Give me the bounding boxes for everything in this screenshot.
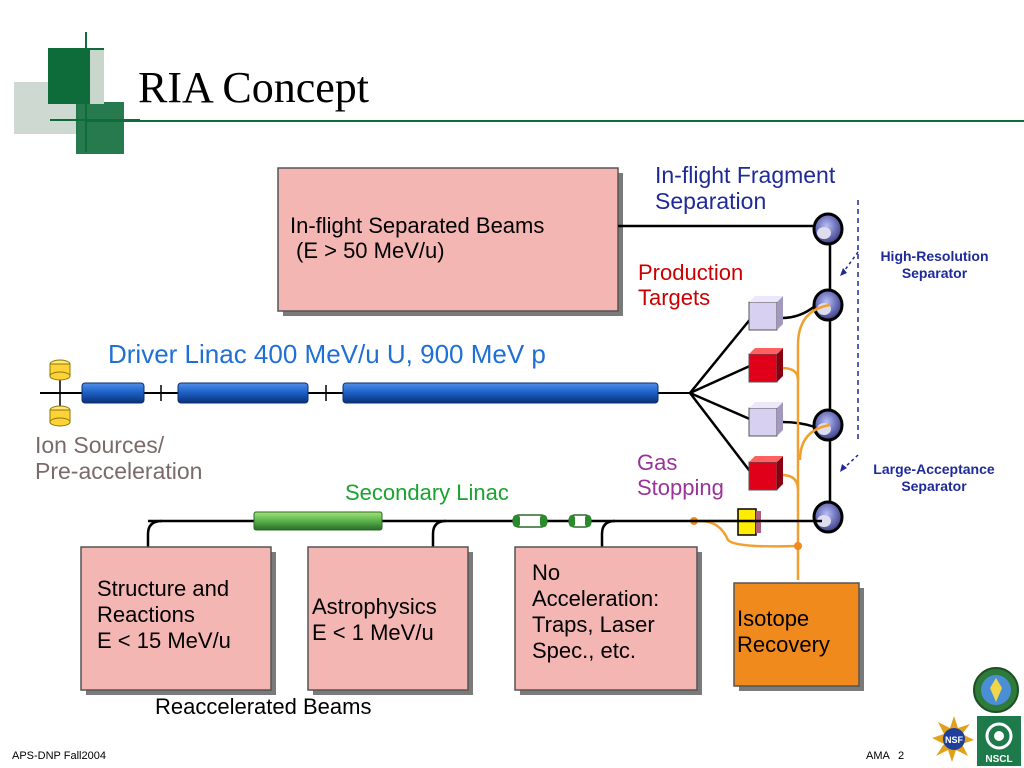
inflight-beams-box bbox=[277, 167, 619, 312]
no-accel-text: No Acceleration: Traps, Laser Spec., etc… bbox=[532, 560, 659, 664]
high-res-arrow bbox=[841, 251, 859, 275]
inflight-beams-line1: In-flight Separated Beams bbox=[290, 213, 545, 238]
secondary-linac-label: Secondary Linac bbox=[345, 480, 509, 505]
secondary-element-2 bbox=[568, 514, 592, 528]
inflight-fragment-line1: In-flight Fragment bbox=[655, 162, 836, 188]
inflight-beams-text: In-flight Separated Beams (E > 50 MeV/u) bbox=[290, 213, 544, 264]
isotope-box bbox=[733, 582, 860, 687]
structure-box bbox=[80, 546, 272, 691]
ion-sources-line1: Ion Sources/ bbox=[35, 432, 165, 458]
ion-source-bottom bbox=[49, 393, 71, 427]
nscl-logo: NSCL bbox=[977, 716, 1021, 766]
driver-segment-1 bbox=[81, 382, 145, 404]
inflight-fragment-label: In-flight Fragment Separation bbox=[655, 162, 835, 215]
secondary-element-1 bbox=[512, 514, 548, 528]
target-3 bbox=[748, 402, 783, 437]
target-4 bbox=[748, 456, 783, 491]
high-res-line1: High-Resolution bbox=[880, 248, 989, 264]
magnet-4 bbox=[812, 500, 844, 534]
gas-stopping-label: Gas Stopping bbox=[637, 450, 724, 501]
astrophysics-text: Astrophysics E < 1 MeV/u bbox=[312, 594, 437, 646]
structure-line3: E < 15 MeV/u bbox=[97, 627, 231, 653]
no-accel-line4: Spec., etc. bbox=[532, 637, 636, 663]
no-accel-line2: Acceleration: bbox=[532, 585, 660, 611]
no-accel-line1: No bbox=[532, 560, 561, 585]
structure-line1: Structure and bbox=[97, 576, 230, 601]
driver-segment-2 bbox=[177, 382, 309, 404]
isotope-line2: Recovery bbox=[737, 631, 830, 657]
footer-left: APS-DNP Fall2004 bbox=[12, 750, 106, 762]
target-1 bbox=[748, 296, 783, 331]
footer-author: AMA bbox=[866, 750, 890, 762]
large-acc-line1: Large-Acceptance bbox=[873, 461, 995, 477]
no-accel-box bbox=[514, 546, 698, 691]
ion-source-top bbox=[49, 359, 71, 393]
large-acceptance-label: Large-Acceptance Separator bbox=[854, 461, 1014, 495]
driver-linac-label: Driver Linac 400 MeV/u U, 900 MeV p bbox=[108, 339, 546, 369]
target-2 bbox=[748, 348, 783, 383]
reaccelerated-label: Reaccelerated Beams bbox=[155, 694, 372, 719]
nsf-logo-text: NSF bbox=[945, 735, 964, 745]
high-resolution-label: High-Resolution Separator bbox=[862, 248, 1007, 282]
structure-text: Structure and Reactions E < 15 MeV/u bbox=[97, 576, 231, 654]
isotope-line1: Isotope bbox=[737, 606, 810, 631]
production-targets-label: Production Targets bbox=[638, 260, 743, 311]
doe-seal-logo bbox=[973, 667, 1019, 713]
gas-line2: Stopping bbox=[637, 475, 724, 501]
secondary-linac-tube bbox=[253, 511, 383, 531]
astro-line1: Astrophysics bbox=[312, 594, 437, 619]
astro-line2: E < 1 MeV/u bbox=[312, 619, 434, 645]
no-accel-line3: Traps, Laser bbox=[532, 611, 655, 637]
large-acc-line2: Separator bbox=[901, 477, 967, 494]
inflight-fragment-line2: Separation bbox=[655, 188, 767, 215]
isotope-text: Isotope Recovery bbox=[737, 606, 830, 658]
astrophysics-box bbox=[307, 546, 469, 691]
footer-page-number: 2 bbox=[898, 750, 905, 762]
nsf-logo: NSF bbox=[932, 716, 974, 762]
slide-title: RIA Concept bbox=[138, 63, 369, 112]
title-underline bbox=[86, 120, 1024, 122]
orange-transport-lines bbox=[694, 303, 831, 580]
gas-line1: Gas bbox=[637, 450, 678, 475]
driver-segment-3 bbox=[342, 382, 659, 404]
high-res-line2: Separator bbox=[901, 264, 968, 281]
nscl-logo-text: NSCL bbox=[985, 754, 1012, 765]
inflight-beams-line2: (E > 50 MeV/u) bbox=[296, 238, 445, 264]
target-fan bbox=[689, 316, 753, 475]
magnet-1 bbox=[812, 212, 844, 246]
production-line2: Targets bbox=[638, 285, 711, 311]
structure-line2: Reactions bbox=[97, 601, 195, 627]
ion-sources-line2: Pre-acceleration bbox=[35, 458, 203, 485]
ion-sources-label: Ion Sources/ Pre-acceleration bbox=[35, 432, 202, 485]
production-line1: Production bbox=[638, 260, 744, 285]
